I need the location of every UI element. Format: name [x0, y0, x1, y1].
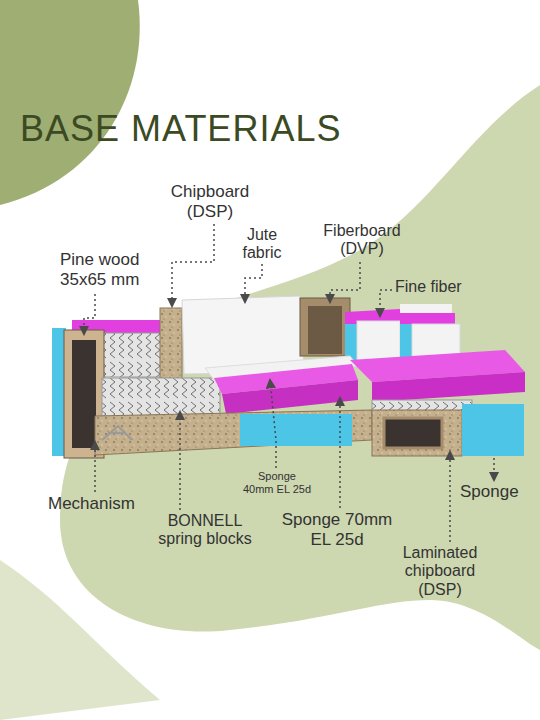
foam-top	[400, 313, 455, 325]
back-spring-block	[100, 333, 162, 377]
part-label: Jute fabric	[231, 226, 293, 263]
leader-line	[270, 380, 276, 468]
diagram-title: BASE MATERIALS	[20, 108, 341, 150]
background-blob	[60, 85, 540, 650]
leader-line	[245, 264, 262, 302]
sponge-front	[240, 414, 352, 446]
part-label: Chipboard (DSP)	[160, 182, 260, 221]
fine-fiber-panel	[400, 304, 452, 314]
part-label: BONNELL spring blocks	[145, 512, 265, 549]
leader-line	[84, 294, 95, 334]
part-label: Fine fiber	[395, 278, 495, 296]
part-label: Laminated chipboard (DSP)	[392, 544, 488, 599]
leader-line	[493, 458, 495, 480]
leader-line	[449, 452, 451, 542]
leader-line	[339, 398, 341, 508]
part-label: Sponge 70mm EL 25d	[276, 510, 398, 549]
part-label: Pine wood 35x65 mm	[60, 250, 160, 289]
part-label: Mechanism	[48, 494, 168, 514]
bonnell-spring-block	[102, 378, 220, 418]
leader-lines	[84, 224, 494, 542]
chaise-foam-front	[372, 372, 525, 402]
leader-line	[94, 442, 96, 492]
fiberboard-cavity	[308, 306, 342, 354]
part-label: Sponge	[460, 482, 536, 502]
sponge-side	[400, 324, 412, 360]
leader-line	[380, 290, 392, 316]
mechanism-bracket	[102, 426, 132, 440]
fine-fiber-panel	[357, 321, 400, 361]
storage-box	[384, 418, 442, 448]
corner-blob	[0, 0, 140, 205]
leader-line	[172, 224, 214, 306]
leader-line	[330, 262, 360, 302]
laminated-chipboard	[372, 410, 462, 456]
base-chipboard	[95, 410, 372, 455]
part-label: Sponge 40mm EL 25d	[242, 470, 312, 495]
fiberboard-frame	[300, 298, 350, 356]
leader-line	[179, 412, 181, 510]
frame-cavity	[72, 340, 96, 448]
part-label: Fiberboard (DVP)	[310, 222, 414, 259]
background-swoosh	[0, 560, 160, 720]
sponge-block	[462, 404, 524, 456]
sponge-70mm-front	[222, 380, 358, 414]
